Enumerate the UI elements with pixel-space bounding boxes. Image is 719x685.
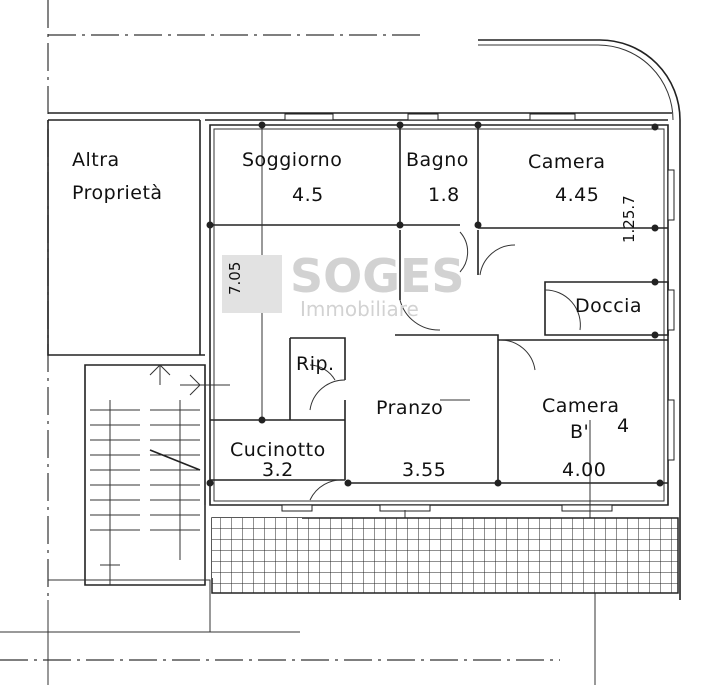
dining-label: Pranzo [376, 397, 443, 419]
staircase [90, 364, 230, 585]
watermark-sub: Immobiliare [300, 297, 419, 321]
bedroom1-value: 4.45 [555, 184, 599, 206]
storage-label: Rip. [296, 353, 335, 375]
other-property-line2: Proprietà [72, 182, 163, 204]
corner-curve [478, 39, 681, 600]
bath-value: 1.8 [428, 184, 460, 206]
kitchenette-value: 3.2 [262, 459, 294, 481]
watermark-brand: SOGES [290, 249, 465, 303]
bedroom1-label: Camera [528, 151, 606, 173]
bedroom2-side: 4 [617, 415, 630, 437]
bedroom2-value: 4.00 [562, 459, 606, 481]
living-label: Soggiorno [242, 149, 342, 171]
watermark: SOGES Immobiliare [222, 249, 465, 321]
room-labels: Altra Proprietà Soggiorno 4.5 Bagno 1.8 … [72, 149, 642, 481]
interior-walls [210, 125, 669, 484]
left-height-dimension: 7.05 [226, 262, 244, 295]
windows [281, 113, 675, 512]
wall-nodes [206, 121, 664, 487]
bedroom2-mark: B' [570, 421, 589, 443]
bedroom2-label: Camera [542, 395, 620, 417]
shower-label: Doccia [575, 295, 642, 317]
living-value: 4.5 [292, 184, 324, 206]
door-swings [309, 231, 581, 501]
dining-value: 3.55 [402, 459, 446, 481]
bath-label: Bagno [406, 149, 469, 171]
right-height-dimension: 1.25.7 [620, 195, 638, 243]
other-property-line1: Altra [72, 149, 120, 171]
kitchenette-label: Cucinotto [230, 439, 326, 461]
site-boundary [0, 0, 596, 685]
